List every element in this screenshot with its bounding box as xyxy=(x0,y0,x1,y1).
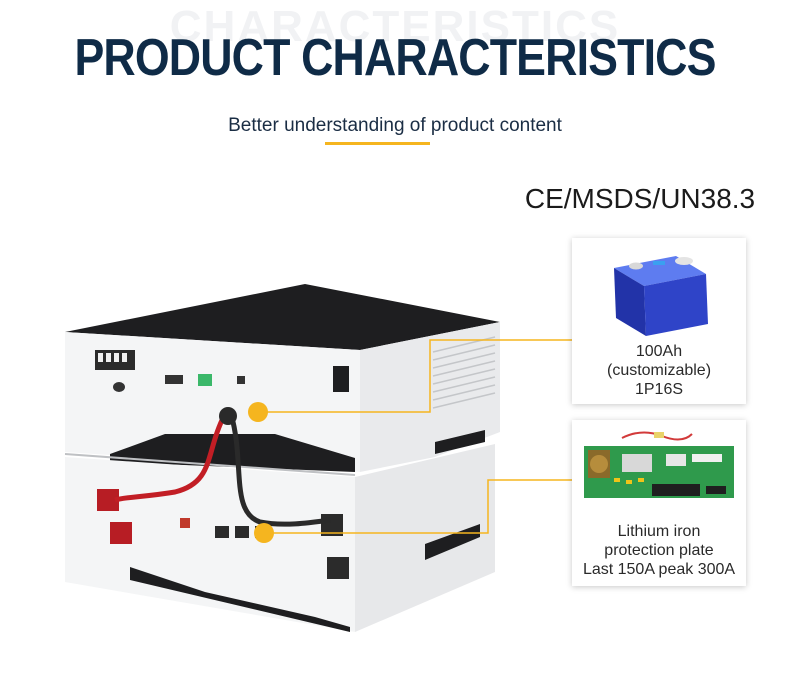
cell-capacity: 100Ah xyxy=(635,343,683,360)
battery-cabinet-image xyxy=(64,284,500,632)
callout-dot-bms xyxy=(254,523,274,543)
lithium-cell-icon xyxy=(614,256,708,336)
cell-spec-card: 100Ah (customizable) 1P16S xyxy=(572,238,746,404)
page-title: PRODUCT CHARACTERISTICS xyxy=(74,29,716,87)
bms-spec-text: Lithium iron protection plate Last 150A … xyxy=(572,522,746,579)
background-title: CHARACTERISTICS xyxy=(169,2,621,51)
bms-type: Lithium iron xyxy=(617,523,701,540)
page-subtitle: Better understanding of product content xyxy=(228,115,562,136)
cell-configuration: 1P16S xyxy=(634,381,684,398)
subtitle-underline xyxy=(325,142,430,145)
bms-spec-card: Lithium iron protection plate Last 150A … xyxy=(572,420,746,586)
cell-spec-text: 100Ah (customizable) 1P16S xyxy=(572,342,746,399)
certification-label: CE/MSDS/UN38.3 xyxy=(524,183,756,214)
bms-board-icon xyxy=(584,431,734,498)
bms-current-rating: Last 150A peak 300A xyxy=(582,561,736,578)
callout-dot-cell xyxy=(248,402,268,422)
bms-description: protection plate xyxy=(604,542,714,559)
cell-customizable: (customizable) xyxy=(606,362,712,379)
